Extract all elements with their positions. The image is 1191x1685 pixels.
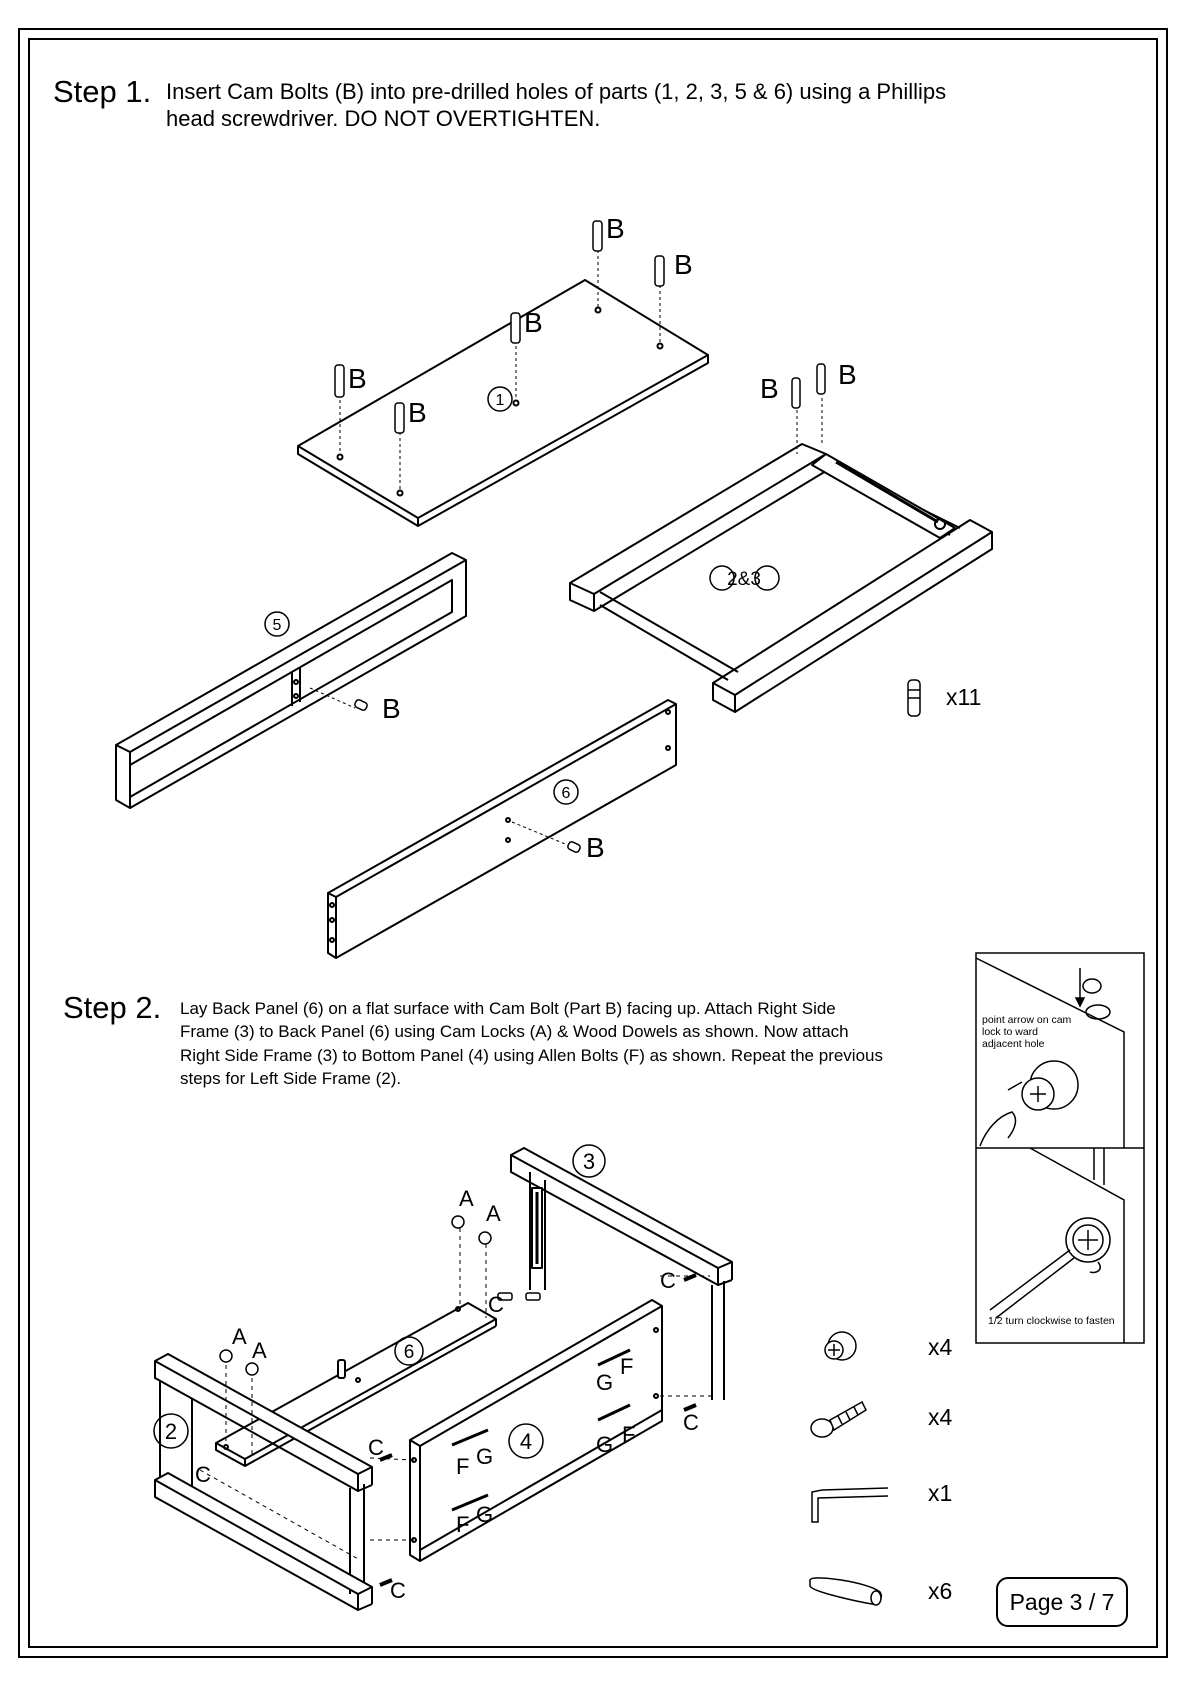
- back-panel-6: [327, 699, 677, 959]
- step2-letter-labels: A A A A C C C C C C G F G F F G F G: [195, 1186, 699, 1603]
- cam-lock-label: A: [252, 1338, 267, 1363]
- cam-lock-label: A: [486, 1201, 501, 1226]
- part-number-5: 5: [273, 617, 282, 634]
- dowel-label: C: [683, 1410, 699, 1435]
- step2-line3: Right Side Frame (3) to Bottom Panel (4)…: [180, 1045, 883, 1065]
- dowel-label: C: [368, 1435, 384, 1460]
- back-panel-6-step2: [215, 1302, 497, 1467]
- top-panel-1: [297, 250, 709, 527]
- step2-hardware-marks: [219, 1215, 697, 1587]
- dowel-label: C: [488, 1292, 504, 1317]
- allen-bolt-label: F: [620, 1354, 633, 1379]
- dowel-label: C: [390, 1578, 406, 1603]
- wood-dowel-qty: x6: [928, 1578, 953, 1604]
- bolt-label: B: [674, 249, 693, 280]
- step2-label: Step 2.: [63, 990, 162, 1025]
- dowel-label: C: [660, 1268, 676, 1293]
- part-number-6: 6: [562, 785, 571, 802]
- g-label: G: [596, 1370, 613, 1395]
- part-number-1: 1: [496, 392, 505, 409]
- step1-label: Step 1.: [53, 74, 152, 109]
- side-frames-2-3: [569, 398, 993, 713]
- part-number-4: 4: [520, 1429, 532, 1454]
- g-label: G: [596, 1432, 613, 1457]
- bolt-label: B: [760, 373, 779, 404]
- bolt-label: B: [348, 363, 367, 394]
- step2-part-circles: [153, 1144, 606, 1459]
- page-border-inner: [28, 38, 1158, 1648]
- front-frame-5: [115, 552, 467, 809]
- step2-instructions: Lay Back Panel (6) on a flat surface wit…: [180, 997, 970, 1091]
- allen-bolt-icon: [810, 1400, 867, 1438]
- allen-bolt-label: F: [456, 1512, 469, 1537]
- allen-key-qty: x1: [928, 1480, 953, 1506]
- step2-line1: Lay Back Panel (6) on a flat surface wit…: [180, 999, 836, 1018]
- allen-bolt-qty: x4: [928, 1404, 953, 1430]
- cam-bolt-icon: [907, 679, 921, 717]
- bolt-label: B: [524, 307, 543, 338]
- page-number-badge: Page 3 / 7: [996, 1577, 1128, 1627]
- allen-bolt-label: F: [456, 1454, 469, 1479]
- inset-caption-line: point arrow on cam: [982, 1014, 1072, 1026]
- cam-bolt-qty: x11: [946, 684, 982, 710]
- bolt-label: B: [408, 397, 427, 428]
- step1-part-circles: [264, 386, 780, 805]
- bolt-label: B: [586, 832, 605, 863]
- inset-caption-bottom: 1/2 turn clockwise to fasten: [988, 1315, 1115, 1327]
- page-border-outer: [18, 28, 1168, 1658]
- step2-line2: Frame (3) to Back Panel (6) using Cam Lo…: [180, 1022, 849, 1042]
- g-label: G: [476, 1502, 493, 1527]
- cam-lock-label: A: [459, 1186, 474, 1211]
- dowel-label: C: [195, 1462, 211, 1487]
- bolt-label: B: [606, 213, 625, 244]
- bottom-panel-4: [409, 1299, 663, 1562]
- part-number-6: 6: [404, 1342, 415, 1363]
- bolt-label: B: [838, 359, 857, 390]
- bolt-label: B: [382, 693, 401, 724]
- cam-lock-icon: [824, 1331, 857, 1361]
- step1-bolt-labels: B B B B B B B B B: [348, 213, 857, 863]
- allen-bolt-label: F: [622, 1422, 635, 1447]
- inset-caption-top: point arrow on cam lock to ward adjacent…: [982, 1014, 1071, 1050]
- step1-instructions: Insert Cam Bolts (B) into pre-drilled ho…: [166, 79, 1086, 133]
- g-label: G: [476, 1444, 493, 1469]
- step1-line1: Insert Cam Bolts (B) into pre-drilled ho…: [166, 79, 947, 104]
- right-side-frame-3: [510, 1147, 733, 1400]
- wood-dowel-icon: [809, 1577, 883, 1606]
- step2-line4: steps for Left Side Frame (2).: [180, 1069, 402, 1089]
- allen-key-icon: [811, 1487, 889, 1523]
- step1-cam-bolts: [334, 220, 826, 853]
- inset-caption-line: lock to ward: [982, 1026, 1039, 1039]
- part-number-2: 2: [165, 1419, 177, 1444]
- step1-line2: head screwdriver. DO NOT OVERTIGHTEN.: [166, 105, 601, 131]
- part-number-2-3: 2&3: [727, 569, 761, 590]
- cam-lock-label: A: [232, 1324, 247, 1349]
- cam-lock-qty: x4: [928, 1334, 953, 1360]
- inset-caption-line: adjacent hole: [982, 1038, 1045, 1051]
- left-side-frame-2: [154, 1353, 373, 1611]
- part-number-3: 3: [583, 1149, 595, 1174]
